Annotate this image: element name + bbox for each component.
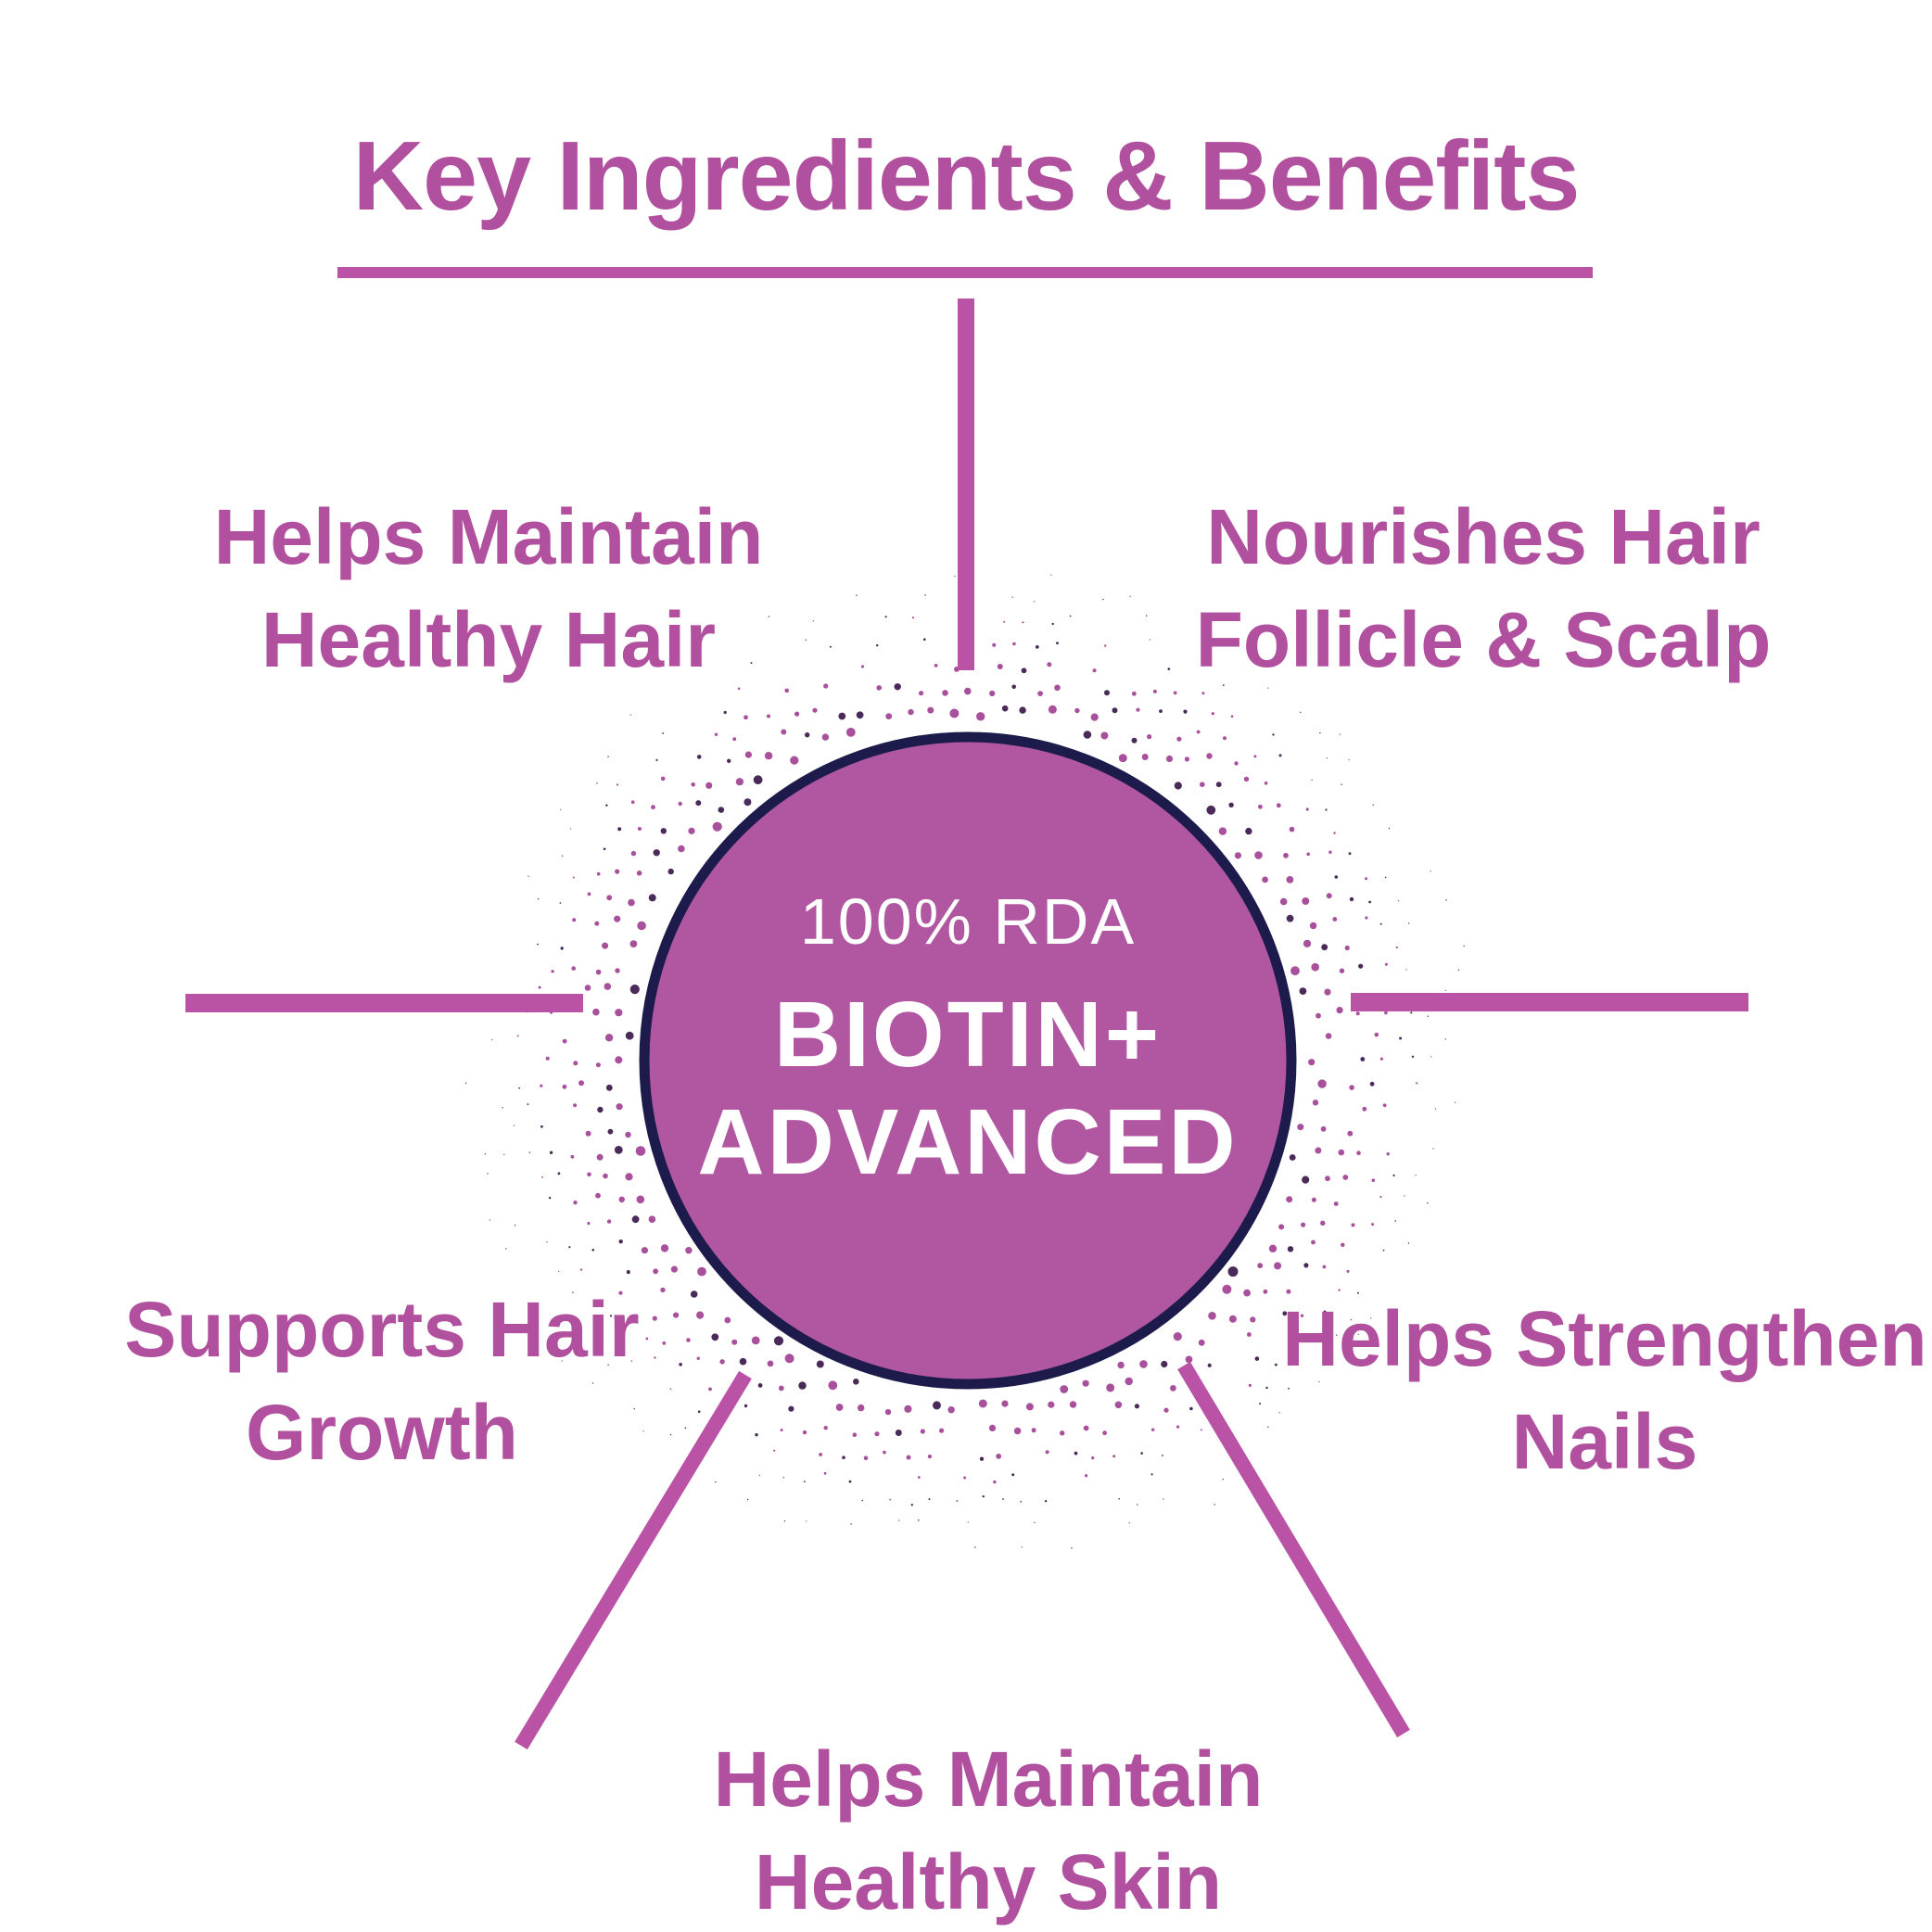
center-product-variant: ADVANCED xyxy=(697,1090,1238,1194)
benefit-line: Follicle & Scalp xyxy=(1195,596,1772,683)
benefit-line: Growth xyxy=(246,1389,518,1476)
benefit-label-hair-growth: Supports Hair Growth xyxy=(124,1278,639,1484)
benefit-line: Helps Strengthen xyxy=(1282,1295,1927,1383)
connector-top-line xyxy=(958,299,974,670)
benefit-label-strengthen-nails: Helps Strengthen Nails xyxy=(1282,1288,1926,1493)
benefit-line: Healthy Hair xyxy=(261,596,717,683)
connector-bottom-left-line xyxy=(515,1370,752,1750)
connector-right-line xyxy=(1351,993,1748,1011)
page-title: Key Ingredients & Benefits xyxy=(352,121,1581,231)
benefit-line: Nourishes Hair xyxy=(1206,493,1760,581)
benefit-line: Helps Maintain xyxy=(213,493,764,581)
benefit-label-follicle-scalp: Nourishes Hair Follicle & Scalp xyxy=(1196,486,1772,692)
center-circle xyxy=(639,731,1297,1390)
benefit-line: Healthy Skin xyxy=(754,1838,1223,1926)
benefit-line: Nails xyxy=(1511,1398,1698,1485)
connector-left-line xyxy=(185,994,583,1012)
halo-dots xyxy=(464,574,1465,1549)
benefit-label-healthy-hair: Helps Maintain Healthy Hair xyxy=(214,486,764,692)
connector-bottom-right-line xyxy=(1177,1361,1410,1738)
benefit-line: Supports Hair xyxy=(124,1286,640,1374)
center-rda-text: 100% RDA xyxy=(800,885,1136,958)
benefit-line: Helps Maintain xyxy=(713,1735,1264,1824)
title-underline xyxy=(337,267,1593,278)
center-product-name: BIOTIN+ xyxy=(774,983,1162,1087)
benefit-label-healthy-skin: Helps Maintain Healthy Skin xyxy=(714,1728,1264,1932)
